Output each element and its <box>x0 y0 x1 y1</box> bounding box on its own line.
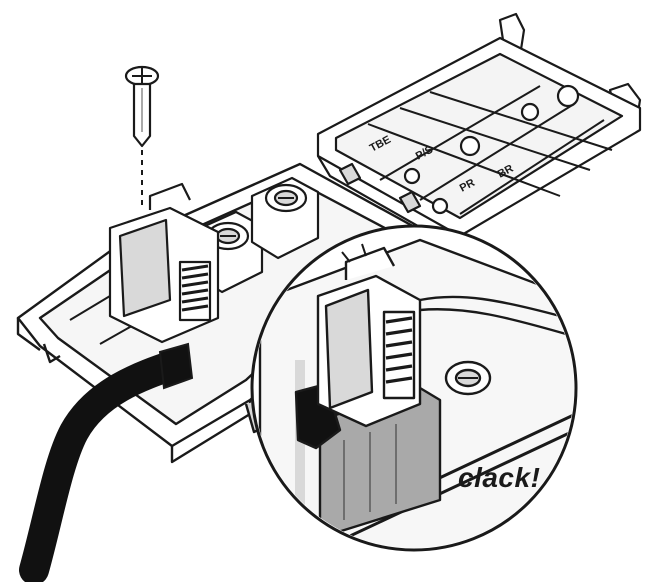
power-cable <box>19 349 191 582</box>
screw-terminal-right <box>250 176 320 260</box>
clack-caption: clack! <box>458 462 541 493</box>
detail-magnifier <box>250 224 578 552</box>
cable-clamp <box>108 182 220 344</box>
fixing-screw <box>124 65 160 148</box>
terminal-lid <box>316 12 642 252</box>
